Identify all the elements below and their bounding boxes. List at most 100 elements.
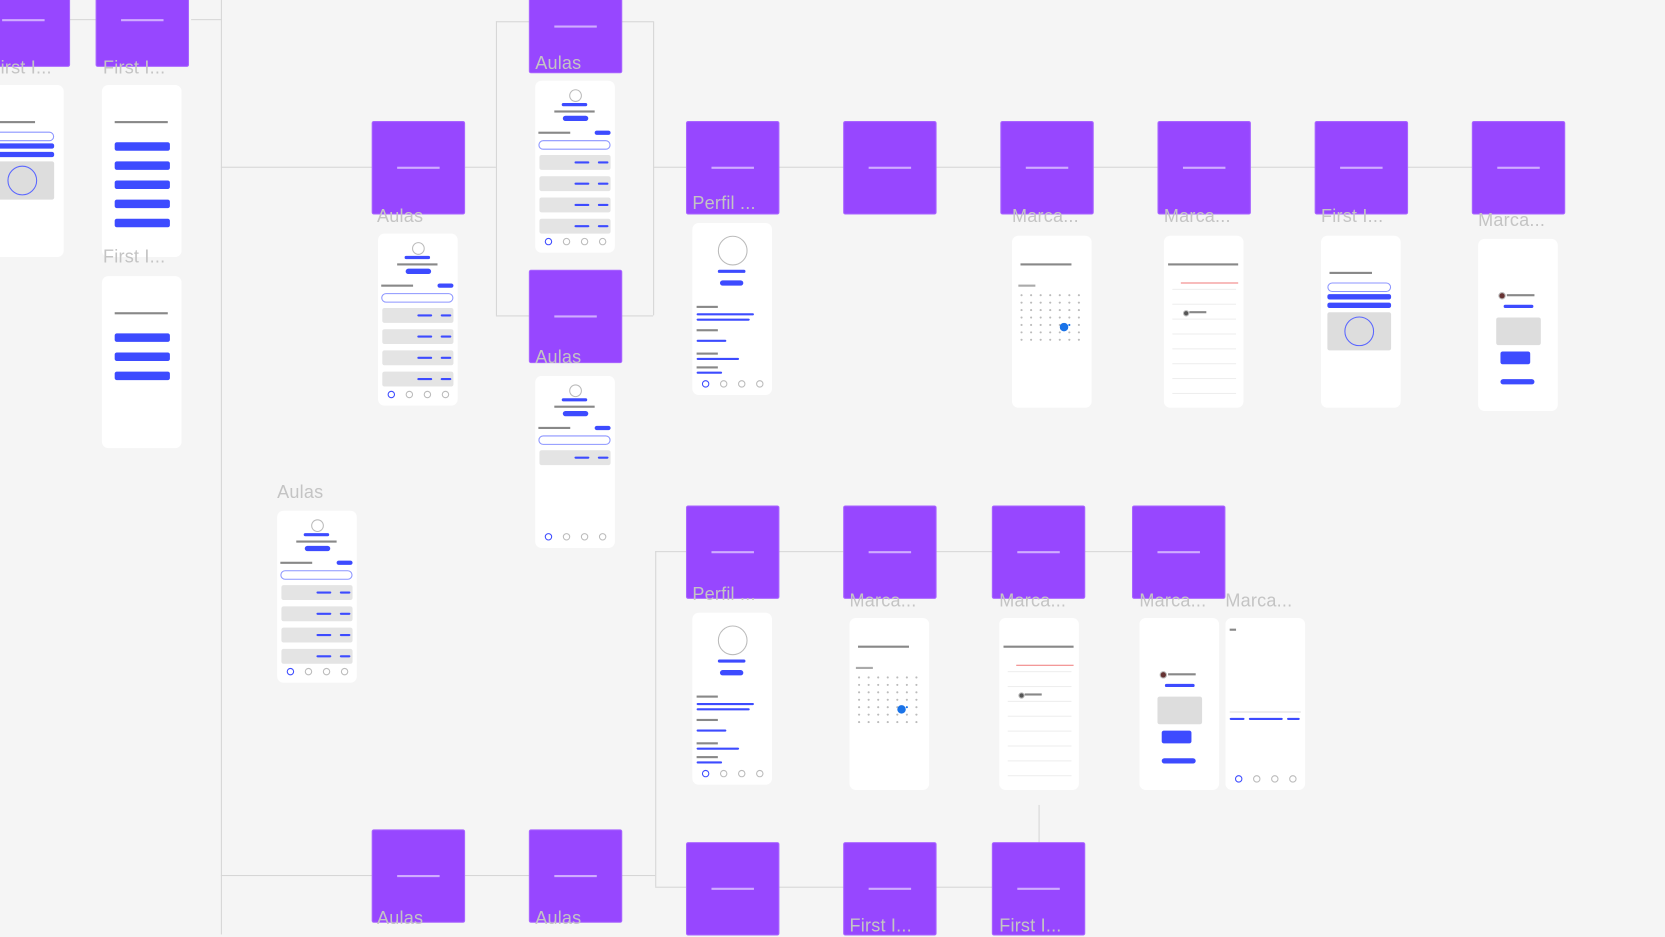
class-card — [382, 350, 454, 366]
time-slot — [1172, 333, 1237, 335]
phone-frame[interactable] — [277, 510, 357, 683]
phone-frame[interactable] — [692, 222, 773, 396]
sticky-note[interactable] — [96, 0, 188, 66]
connector-line — [191, 19, 221, 21]
frame-label[interactable]: Marca... — [849, 590, 917, 611]
sticky-note[interactable] — [844, 843, 936, 935]
nav-tab-icon — [598, 237, 607, 246]
sticky-note[interactable] — [844, 122, 936, 214]
calendar-day — [905, 676, 908, 679]
time-slot — [1172, 318, 1237, 320]
phone-frame[interactable] — [101, 276, 182, 449]
frame-label[interactable]: Aulas — [376, 907, 424, 929]
frame-label[interactable]: First I... — [103, 246, 166, 267]
user-name — [717, 659, 746, 663]
sticky-note[interactable] — [844, 506, 936, 598]
sticky-note[interactable] — [687, 506, 779, 598]
calendar-day — [905, 698, 908, 701]
class-info — [417, 378, 433, 381]
frame-label[interactable]: Marca... — [1011, 206, 1079, 227]
note-text — [1025, 166, 1069, 169]
class-title — [1503, 304, 1534, 308]
frame-label[interactable]: Marca... — [1478, 210, 1546, 231]
profile-detail — [696, 747, 740, 750]
action-button — [405, 268, 432, 274]
frame-label[interactable]: Marca... — [999, 590, 1067, 611]
option-button — [114, 218, 170, 228]
frame-label[interactable]: First I... — [0, 57, 52, 78]
phone-frame[interactable] — [1163, 235, 1244, 408]
sticky-note[interactable] — [687, 122, 779, 214]
frame-label[interactable]: Aulas — [535, 347, 582, 368]
sticky-note[interactable] — [687, 843, 779, 935]
sticky-note[interactable] — [1133, 506, 1225, 598]
phone-frame[interactable] — [535, 80, 615, 253]
profile-detail — [696, 729, 727, 732]
section-title — [696, 695, 718, 698]
phone-frame[interactable] — [1478, 238, 1558, 411]
phone-frame[interactable] — [0, 84, 64, 257]
calendar-day — [1039, 309, 1042, 312]
profile-avatar — [717, 625, 748, 656]
user-name — [404, 255, 431, 260]
frame-label[interactable]: Aulas — [376, 206, 424, 227]
nav-tab-icon — [423, 390, 432, 399]
frame-label[interactable]: Aulas — [535, 53, 582, 74]
sticky-note[interactable] — [992, 843, 1085, 935]
class-info — [316, 591, 332, 594]
frame-label[interactable]: Marca... — [1139, 590, 1207, 611]
phone-frame[interactable] — [101, 84, 182, 257]
calendar-day — [1039, 323, 1042, 327]
phone-frame[interactable] — [1225, 618, 1306, 791]
phone-frame[interactable] — [535, 375, 615, 548]
nav-tab-icon — [738, 769, 746, 778]
nav-tab-icon — [580, 237, 589, 246]
sticky-note[interactable] — [1472, 122, 1565, 214]
sticky-note[interactable] — [1001, 122, 1093, 214]
frame-label[interactable]: First I... — [1321, 206, 1384, 227]
calendar-day — [1049, 294, 1052, 297]
calendar-day — [1077, 294, 1080, 297]
sticky-note[interactable] — [529, 270, 622, 363]
frame-label[interactable]: Aulas — [535, 907, 582, 929]
phone-frame[interactable] — [849, 618, 930, 791]
phone-frame[interactable] — [1321, 235, 1401, 408]
frame-label[interactable]: Marca... — [1163, 206, 1231, 227]
nav-tab-icon — [719, 769, 728, 778]
phone-frame[interactable] — [692, 612, 773, 785]
phone-frame[interactable] — [1139, 618, 1220, 791]
phone-frame[interactable] — [1011, 235, 1092, 408]
sticky-note[interactable] — [529, 0, 622, 73]
sticky-note[interactable] — [372, 122, 465, 214]
calendar-day — [877, 691, 880, 694]
nav-tab-icon — [701, 380, 710, 388]
phone-frame[interactable] — [378, 233, 458, 406]
sticky-note[interactable] — [992, 506, 1085, 598]
frame-label[interactable]: Perfil ... — [692, 584, 756, 605]
sticky-note[interactable] — [1315, 122, 1408, 214]
calendar-question — [858, 645, 909, 648]
note-text — [2, 19, 45, 22]
frame-label[interactable]: Aulas — [277, 482, 324, 503]
connector-line — [1038, 804, 1040, 844]
calendar-day — [877, 683, 880, 686]
frame-label[interactable]: Perfil ... — [692, 193, 756, 214]
calendar-day — [877, 676, 880, 679]
frame-label[interactable]: First I... — [103, 57, 166, 78]
note-text — [397, 875, 440, 878]
option-button — [114, 180, 170, 190]
calendar-day — [1030, 316, 1033, 319]
frame-label[interactable]: Marca... — [1225, 590, 1293, 611]
phone-frame[interactable] — [999, 618, 1079, 791]
calendar-day — [1068, 294, 1071, 297]
frame-label[interactable]: First I... — [999, 915, 1062, 936]
sticky-note[interactable] — [0, 0, 70, 66]
calendar-day — [1030, 323, 1033, 327]
profile-detail — [696, 708, 750, 711]
calendar-day — [1058, 316, 1061, 319]
sticky-note[interactable] — [372, 830, 465, 922]
sticky-note[interactable] — [529, 830, 622, 922]
frame-label[interactable]: First I... — [849, 915, 912, 936]
sticky-note[interactable] — [1158, 122, 1250, 214]
